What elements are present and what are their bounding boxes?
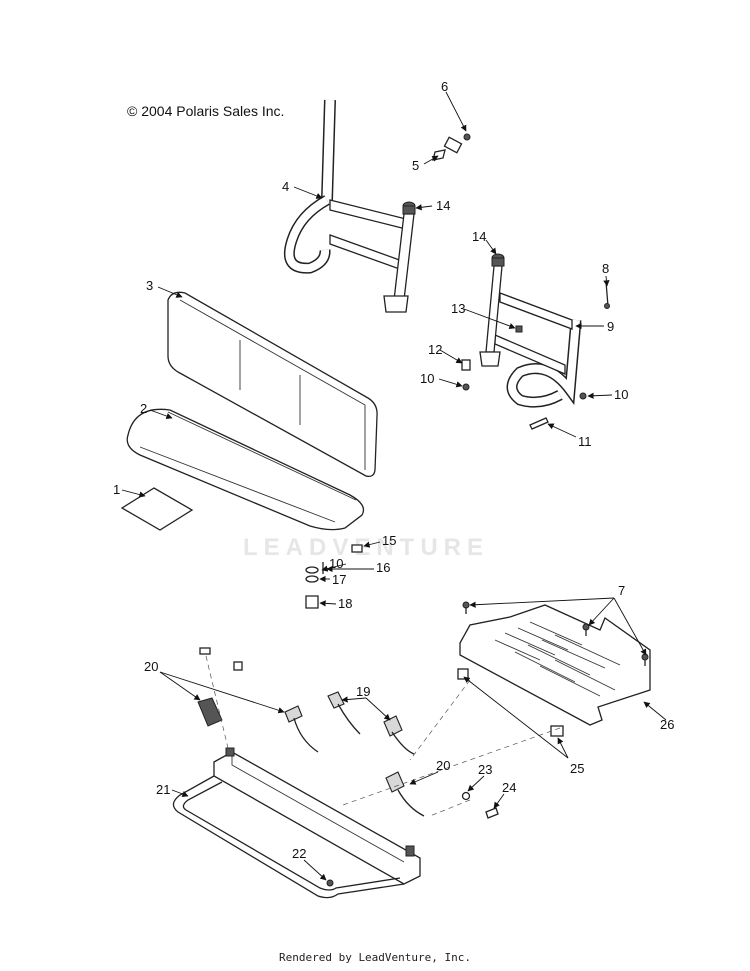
callout-12: 12 <box>428 342 442 357</box>
roll-bar-frame <box>283 76 584 408</box>
callout-8: 8 <box>602 261 609 276</box>
footer-credit: Rendered by LeadVenture, Inc. <box>278 951 472 964</box>
callout-20a: 20 <box>144 659 158 674</box>
seat-belts <box>197 691 425 817</box>
cargo-plate <box>457 601 651 737</box>
callout-26: 26 <box>660 717 674 732</box>
copyright-notice: © 2004 Polaris Sales Inc. <box>127 103 285 119</box>
callout-2: 2 <box>140 401 147 416</box>
callout-22: 22 <box>292 846 306 861</box>
callout-7: 7 <box>618 583 625 598</box>
callout-14a: 14 <box>436 198 450 213</box>
callout-20b: 20 <box>436 758 450 773</box>
callout-19: 19 <box>356 684 370 699</box>
leader-lines <box>121 91 667 881</box>
callout-16: 16 <box>376 560 390 575</box>
callout-25: 25 <box>570 761 584 776</box>
callout-6: 6 <box>441 79 448 94</box>
callout-labels: 1 2 3 4 5 6 7 8 9 10 10 10 11 12 13 14 1… <box>113 79 674 861</box>
callout-24: 24 <box>502 780 516 795</box>
callout-13: 13 <box>451 301 465 316</box>
watermark-text: LEADVENTURE <box>243 534 490 561</box>
callout-10a: 10 <box>420 371 434 386</box>
callout-14b: 14 <box>472 229 486 244</box>
callout-18: 18 <box>338 596 352 611</box>
assembly-lines <box>205 655 561 817</box>
callout-15: 15 <box>382 533 396 548</box>
callout-4: 4 <box>282 179 289 194</box>
seat-base-frame <box>172 747 421 899</box>
seat-bottom <box>126 408 365 531</box>
callout-5: 5 <box>412 158 419 173</box>
callout-10c: 10 <box>329 556 343 571</box>
callout-21: 21 <box>156 782 170 797</box>
callout-3: 3 <box>146 278 153 293</box>
label-sticker <box>120 487 194 531</box>
callout-17: 17 <box>332 572 346 587</box>
callout-11: 11 <box>578 434 592 449</box>
callout-1: 1 <box>113 482 120 497</box>
callout-10b: 10 <box>614 387 628 402</box>
callout-9: 9 <box>607 319 614 334</box>
callout-23: 23 <box>478 762 492 777</box>
hardware-parts <box>199 133 610 819</box>
